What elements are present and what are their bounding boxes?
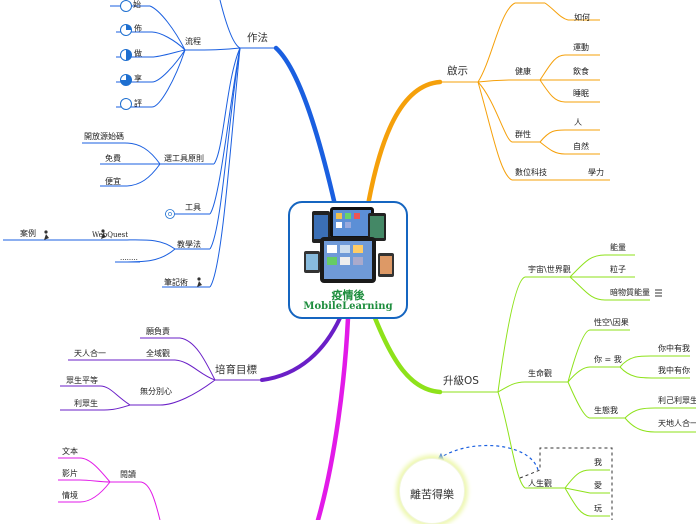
lifeview-1[interactable]: 我 bbox=[594, 458, 602, 467]
health-1[interactable]: 運動 bbox=[573, 43, 589, 52]
health-3[interactable]: 睡眠 bbox=[573, 89, 589, 98]
health-2[interactable]: 飲食 bbox=[573, 67, 589, 76]
process-step-5[interactable]: 評 bbox=[134, 99, 142, 108]
topic-shengji[interactable]: 升級OS bbox=[443, 375, 479, 387]
center-title: 疫情後 bbox=[331, 289, 365, 302]
lifeview-3[interactable]: 玩 bbox=[594, 504, 602, 513]
process-step-3[interactable]: 做 bbox=[134, 49, 142, 58]
pie-icon-2 bbox=[120, 24, 132, 36]
you-me-2[interactable]: 我中有你 bbox=[658, 366, 690, 375]
life-emptiness[interactable]: 性空\因果 bbox=[594, 318, 629, 327]
subtopic-reading[interactable]: 閱讀 bbox=[120, 470, 136, 479]
cosmos-1[interactable]: 能量 bbox=[610, 243, 626, 252]
pie-icon-5 bbox=[120, 98, 132, 110]
ecology-1[interactable]: 利己利眾生 bbox=[658, 396, 696, 405]
cosmos-2[interactable]: 粒子 bbox=[610, 265, 626, 274]
subtopic-tools[interactable]: 工具 bbox=[185, 203, 201, 212]
branch-peiyu bbox=[260, 316, 342, 382]
topic-zuofa[interactable]: 作法 bbox=[247, 32, 268, 44]
floating-label: 離苦得樂 bbox=[410, 488, 454, 501]
goal-4[interactable]: 無分別心 bbox=[140, 387, 172, 396]
topic-peiyu[interactable]: 培育目標 bbox=[215, 364, 257, 376]
you-me-1[interactable]: 你中有我 bbox=[658, 344, 690, 353]
pedagogy-webquest[interactable]: WebQuest bbox=[92, 231, 129, 239]
subtopic-health[interactable]: 健康 bbox=[515, 67, 531, 76]
subtopic-sociality[interactable]: 群性 bbox=[515, 130, 531, 139]
branch-magenta bbox=[315, 315, 351, 520]
process-step-1[interactable]: 始 bbox=[133, 0, 141, 9]
branch-zuofa bbox=[273, 45, 338, 208]
subtopic-notetaking[interactable]: 筆記術 bbox=[164, 278, 188, 287]
tool-principle-3[interactable]: 便宜 bbox=[105, 177, 121, 186]
lifeview-2[interactable]: 愛 bbox=[594, 481, 602, 490]
pie-icon-1 bbox=[120, 0, 132, 12]
person-icon-2 bbox=[101, 229, 106, 239]
subtopic-lifeview[interactable]: 人生觀 bbox=[528, 479, 552, 488]
subtopic-pedagogy[interactable]: 教學法 bbox=[177, 240, 201, 249]
life-you-me[interactable]: 你 = 我 bbox=[594, 355, 622, 364]
cosmos-3[interactable]: 暗物質能量 bbox=[610, 288, 650, 297]
tool-icon bbox=[165, 209, 175, 219]
floating-node[interactable]: 離苦得樂 bbox=[399, 458, 465, 524]
person-icon-3 bbox=[197, 277, 202, 287]
center-node[interactable]: 疫情後 MobileLearning bbox=[288, 201, 408, 319]
ecology-2[interactable]: 天地人合一 bbox=[658, 419, 696, 428]
life-ecology[interactable]: 生態我 bbox=[594, 406, 618, 415]
goal-2[interactable]: 全域觀 bbox=[146, 349, 170, 358]
process-step-2[interactable]: 佈 bbox=[134, 24, 142, 33]
reading-1[interactable]: 文本 bbox=[62, 447, 78, 456]
topic-qishi[interactable]: 啟示 bbox=[447, 65, 468, 77]
qishi-how[interactable]: 如何 bbox=[574, 13, 590, 22]
digital-1[interactable]: 學力 bbox=[588, 168, 604, 177]
subtopic-cosmos[interactable]: 宇宙\世界觀 bbox=[528, 265, 571, 274]
tool-principle-1[interactable]: 開放源始碼 bbox=[84, 132, 124, 141]
reading-2[interactable]: 影片 bbox=[62, 469, 78, 478]
relation-dashed-box bbox=[519, 447, 613, 520]
goal-5[interactable]: 眾生平等 bbox=[66, 376, 98, 385]
sociality-1[interactable]: 人 bbox=[574, 118, 582, 127]
center-subtitle: MobileLearning bbox=[303, 301, 393, 312]
reading-3[interactable]: 情境 bbox=[62, 491, 78, 500]
goal-6[interactable]: 利眾生 bbox=[74, 399, 98, 408]
goal-1[interactable]: 願負責 bbox=[146, 327, 170, 336]
pedagogy-case[interactable]: 案例 bbox=[20, 229, 36, 238]
subtopic-life[interactable]: 生命觀 bbox=[528, 369, 552, 378]
subtopic-digital[interactable]: 數位科技 bbox=[515, 168, 547, 177]
relation-dashed-arrow bbox=[439, 444, 539, 471]
subtopic-tool-principles[interactable]: 選工具原則 bbox=[164, 154, 204, 163]
sociality-2[interactable]: 自然 bbox=[573, 142, 589, 151]
devices-image bbox=[304, 207, 394, 283]
branch-shengji bbox=[372, 315, 443, 395]
person-icon-1 bbox=[44, 230, 49, 240]
goal-3[interactable]: 天人合一 bbox=[74, 349, 106, 358]
pedagogy-more[interactable]: ........ bbox=[120, 254, 138, 262]
process-step-4[interactable]: 享 bbox=[134, 74, 142, 83]
subtopic-liucheng[interactable]: 流程 bbox=[185, 37, 201, 46]
pie-icon-4 bbox=[120, 74, 132, 86]
menu-icon bbox=[655, 289, 662, 297]
branch-qishi bbox=[365, 79, 443, 208]
pie-icon-3 bbox=[120, 49, 132, 61]
tool-principle-2[interactable]: 免費 bbox=[105, 154, 121, 163]
